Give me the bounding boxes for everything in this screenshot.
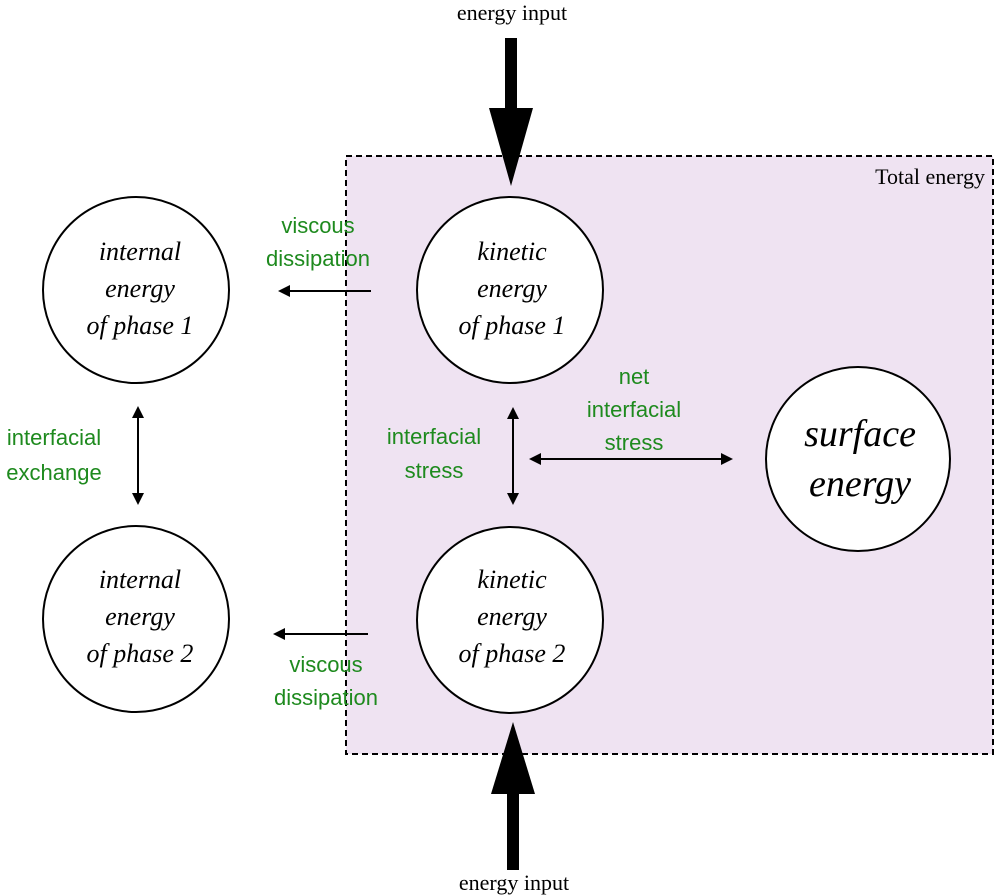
kinetic-phase2-line3: of phase 2 (459, 639, 566, 668)
kinetic-phase2-line2: energy (477, 602, 547, 631)
kinetic-phase1-line2: energy (477, 274, 547, 303)
viscous-bottom-line2: dissipation (274, 685, 378, 710)
net-interfacial-stress-line2: interfacial (587, 397, 681, 422)
surface-energy-node (765, 366, 951, 552)
internal-phase1-line3: of phase 1 (87, 311, 194, 340)
bottom-energy-input-arrow (491, 722, 535, 870)
net-interfacial-stress-line1: net (619, 364, 650, 389)
interfacial-stress-line2: stress (405, 458, 464, 483)
bottom-energy-input-label: energy input (459, 870, 569, 895)
top-energy-input-label: energy input (457, 0, 567, 25)
top-energy-input-arrow (489, 38, 533, 186)
kinetic-phase1-line1: kinetic (477, 237, 547, 266)
kinetic-energy-phase2-node (416, 526, 604, 714)
interfacial-exchange-line1: interfacial (7, 425, 101, 450)
interfacial-exchange-line2: exchange (6, 460, 101, 485)
interfacial-stress-line1: interfacial (387, 424, 481, 449)
kinetic-phase1-line3: of phase 1 (459, 311, 566, 340)
internal-energy-phase1-node (42, 196, 230, 384)
kinetic-phase2-line1: kinetic (477, 565, 547, 594)
internal-phase1-line2: energy (105, 274, 175, 303)
total-energy-label: Total energy (875, 164, 985, 189)
viscous-bottom-line1: viscous (289, 652, 362, 677)
internal-phase2-line1: internal (99, 565, 181, 594)
internal-phase1-line1: internal (99, 237, 181, 266)
viscous-top-line1: viscous (281, 213, 354, 238)
internal-phase2-line2: energy (105, 602, 175, 631)
viscous-top-line2: dissipation (266, 246, 370, 271)
surface-energy-line2: energy (809, 463, 911, 505)
internal-energy-phase2-node (42, 525, 230, 713)
kinetic-energy-phase1-node (416, 196, 604, 384)
surface-energy-line1: surface (804, 413, 916, 455)
internal-phase2-line3: of phase 2 (87, 639, 194, 668)
net-interfacial-stress-line3: stress (605, 430, 664, 455)
